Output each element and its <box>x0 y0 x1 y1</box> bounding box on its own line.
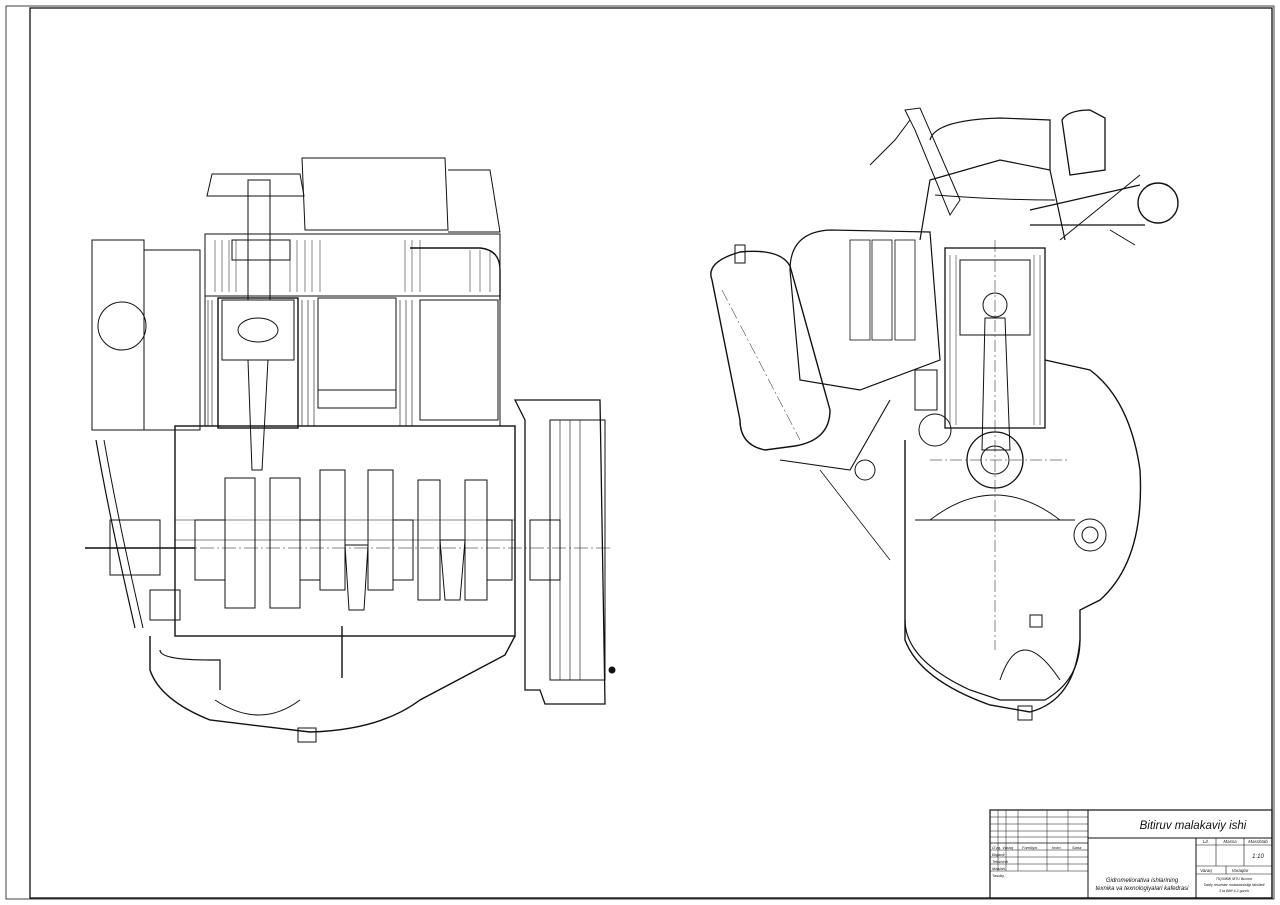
masshtab-header: Masshtab <box>1248 839 1268 844</box>
row-imzo: Imzo <box>1052 845 1061 850</box>
title-block-text: Bitiruv malakaviy ishi Lit. Massa Massht… <box>992 820 1268 893</box>
row-bajardi: Bajardi <box>992 852 1005 857</box>
scale-value: 1:10 <box>1252 854 1264 860</box>
department-line-2: texnika va texnologiyalari kafedrasi <box>1095 886 1189 892</box>
massa-header: Massa <box>1223 839 1237 844</box>
engine-longitudinal-section <box>85 157 616 743</box>
row-sana: Sana <box>1072 845 1082 850</box>
subtitle-line-3: 3 ta BMI 4-2 guruh <box>1219 889 1249 893</box>
row-maslahatchi: Maslah. <box>992 866 1006 871</box>
varaq-header: Varaq <box>1200 868 1212 873</box>
varaqlar-header: Varaqlar <box>1232 868 1249 873</box>
subtitle-line-2: Tabiiy resurslar mutaxassisligi fakultet… <box>1204 883 1265 887</box>
subtitle-line-1: TIQXMMI MTU Buxoro <box>1216 877 1253 881</box>
title-block <box>989 809 1273 899</box>
row-ozg: O'zg. Varaq <box>992 845 1014 850</box>
row-tekshirdi: Tekshirdi <box>992 859 1008 864</box>
department-line-1: Gidromeliorativa ishlarining <box>1106 878 1179 884</box>
lit-header: Lit. <box>1203 839 1209 844</box>
title-text: Bitiruv malakaviy ishi <box>1140 820 1247 832</box>
drawing-border <box>5 5 1275 900</box>
row-familiya: Familiyа <box>1022 845 1038 850</box>
engine-cross-section <box>710 107 1179 721</box>
row-tasdiqladi: Tasdiq. <box>992 873 1005 878</box>
